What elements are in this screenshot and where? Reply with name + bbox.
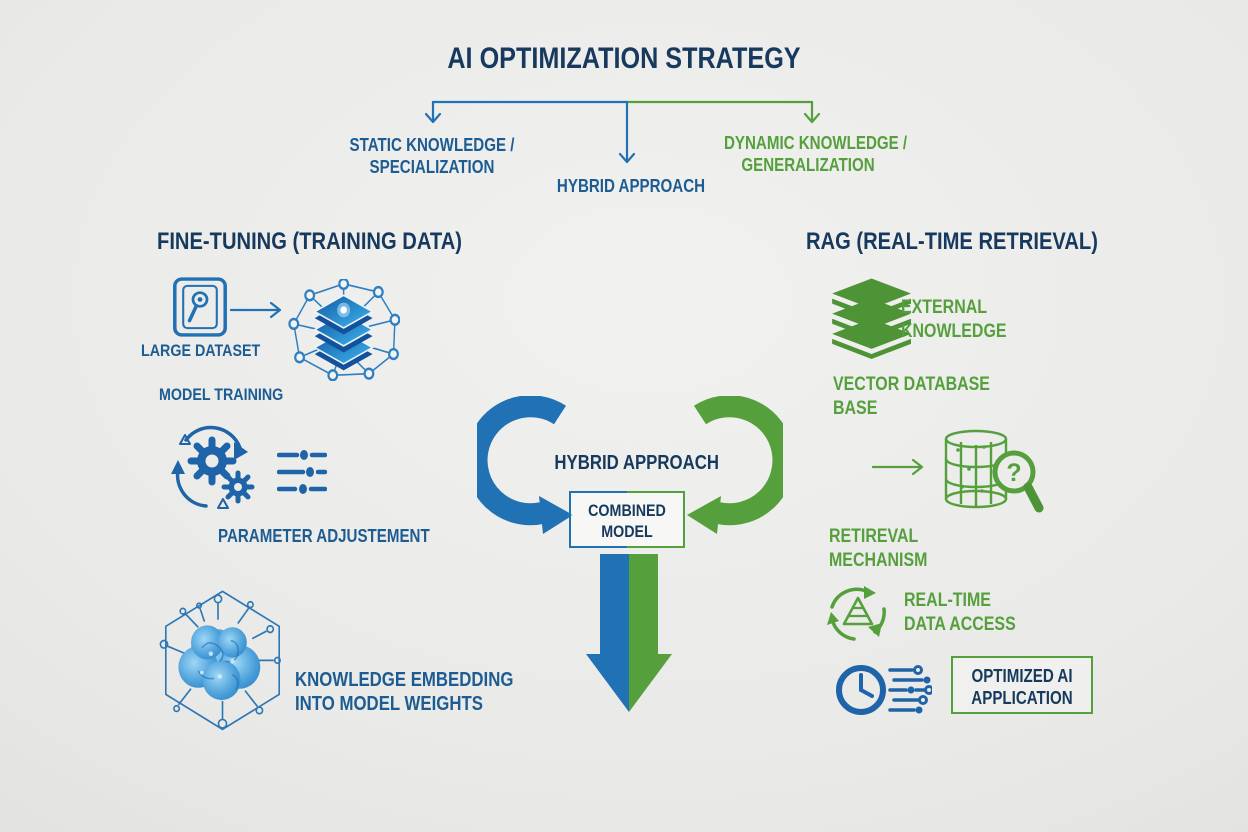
combined-model-box: COMBINED MODEL (569, 491, 685, 548)
retrieval-mechanism-line2: MECHANISM (829, 550, 928, 571)
combined-model-label: COMBINED MODEL (580, 493, 674, 542)
realtime-cycle-icon (827, 586, 886, 641)
parameter-adjustment-label: PARAMETER ADJUSTEMENT (218, 526, 430, 546)
optimized-ai-line2: APPLICATION (971, 688, 1073, 708)
curved-arrow-left-icon (477, 396, 573, 534)
books-stack-icon (832, 278, 911, 359)
knowledge-embedding-line2: INTO MODEL WEIGHTS (295, 693, 483, 715)
branch-connector-lines (424, 100, 821, 164)
model-training-label: MODEL TRAINING (159, 385, 284, 404)
arrow-right-green-icon (872, 458, 924, 476)
branch-static-line1: STATIC KNOWLEDGE / (349, 135, 515, 155)
retrieval-mechanism-label: RETIREVAL MECHANISM (829, 525, 927, 573)
neural-network-stack-icon (288, 279, 400, 381)
combined-model-line1: COMBINED (588, 501, 666, 520)
branch-dynamic-line2: GENERALIZATION (741, 155, 875, 175)
hard-drive-icon (173, 277, 227, 337)
vector-database-line1: VECTOR DATABASE (833, 374, 990, 395)
arrow-right-icon (230, 301, 282, 319)
brain-circuit-icon (159, 590, 281, 731)
combined-model-line2: MODEL (601, 522, 653, 541)
external-knowledge-line2: KNOWLEDGE (901, 321, 1007, 342)
fine-tuning-header: FINE-TUNING (TRAINING DATA) (157, 228, 462, 255)
knowledge-embedding-label: KNOWLEDGE EMBEDDING INTO MODEL WEIGHTS (295, 668, 513, 716)
vector-database-label: VECTOR DATABASE BASE (833, 373, 990, 421)
realtime-data-access-line1: REAL-TIME (904, 590, 991, 611)
optimized-ai-application-box: OPTIMIZED AI APPLICATION (951, 656, 1093, 714)
branch-static-line2: SPECIALIZATION (369, 157, 495, 177)
question-mark-glyph: ? (1006, 459, 1021, 487)
vector-database-search-icon: ? (944, 429, 1044, 513)
external-knowledge-label: EXTERNAL KNOWLEDGE (901, 296, 1007, 344)
curved-arrow-right-icon (687, 396, 783, 534)
page-title: AI OPTIMIZATION STRATEGY (447, 42, 801, 75)
gears-cycle-icon (171, 425, 255, 509)
knowledge-embedding-line1: KNOWLEDGE EMBEDDING (295, 669, 514, 691)
optimized-ai-application-label: OPTIMIZED AI APPLICATION (964, 658, 1080, 709)
branch-hybrid-label: HYBRID APPROACH (556, 176, 706, 196)
branch-dynamic-line1: DYNAMIC KNOWLEDGE / (724, 133, 908, 153)
branch-dynamic-label: DYNAMIC KNOWLEDGE / GENERALIZATION (724, 132, 908, 176)
optimized-ai-line1: OPTIMIZED AI (971, 666, 1073, 686)
retrieval-mechanism-line1: RETIREVAL (829, 526, 919, 547)
rag-header: RAG (REAL-TIME RETRIEVAL) (806, 228, 1098, 255)
realtime-data-access-line2: DATA ACCESS (904, 614, 1016, 635)
realtime-data-access-label: REAL-TIME DATA ACCESS (904, 589, 1016, 637)
large-dataset-label: LARGE DATASET (141, 341, 261, 360)
sliders-icon (277, 450, 327, 494)
hybrid-approach-label: HYBRID APPROACH (554, 452, 719, 474)
merged-down-arrow-icon (586, 554, 672, 712)
branch-static-label: STATIC KNOWLEDGE / SPECIALIZATION (348, 134, 516, 178)
external-knowledge-line1: EXTERNAL (901, 297, 988, 318)
vector-database-line2: BASE (833, 398, 878, 419)
clock-circuit-icon (836, 665, 932, 715)
